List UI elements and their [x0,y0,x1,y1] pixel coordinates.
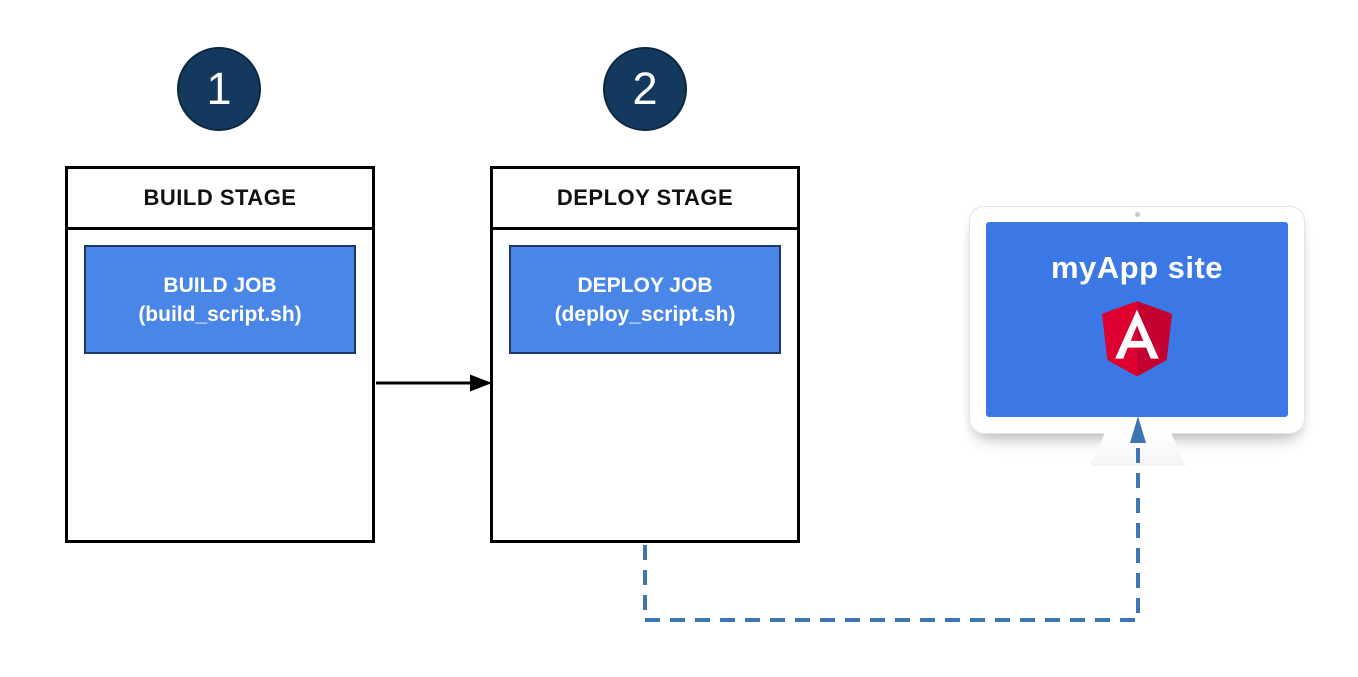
monitor-screen: myApp site [986,222,1288,417]
deploy-job-script: (deploy_script.sh) [554,302,736,326]
camera-dot-icon [1135,212,1140,217]
deploy-job-label: DEPLOY JOB [577,273,713,297]
build-job-label: BUILD JOB [163,273,277,297]
angular-logo-icon [1101,301,1173,377]
deploy-job-box: DEPLOY JOB (deploy_script.sh) [509,245,781,354]
step-badge-2: 2 [603,47,687,131]
build-stage-title: BUILD STAGE [68,169,372,230]
build-job-script: (build_script.sh) [138,302,302,326]
deploy-stage-title: DEPLOY STAGE [493,169,797,230]
deploy-stage-box: DEPLOY STAGE DEPLOY JOB (deploy_script.s… [490,166,800,543]
step-number: 2 [632,63,658,114]
monitor: myApp site [970,207,1304,433]
site-title: myApp site [1050,250,1224,285]
build-job-box: BUILD JOB (build_script.sh) [84,245,356,354]
monitor-stand [1090,432,1186,466]
step-number: 1 [206,63,232,114]
build-to-deploy-arrow [376,374,492,392]
build-stage-box: BUILD STAGE BUILD JOB (build_script.sh) [65,166,375,543]
step-badge-1: 1 [177,47,261,131]
